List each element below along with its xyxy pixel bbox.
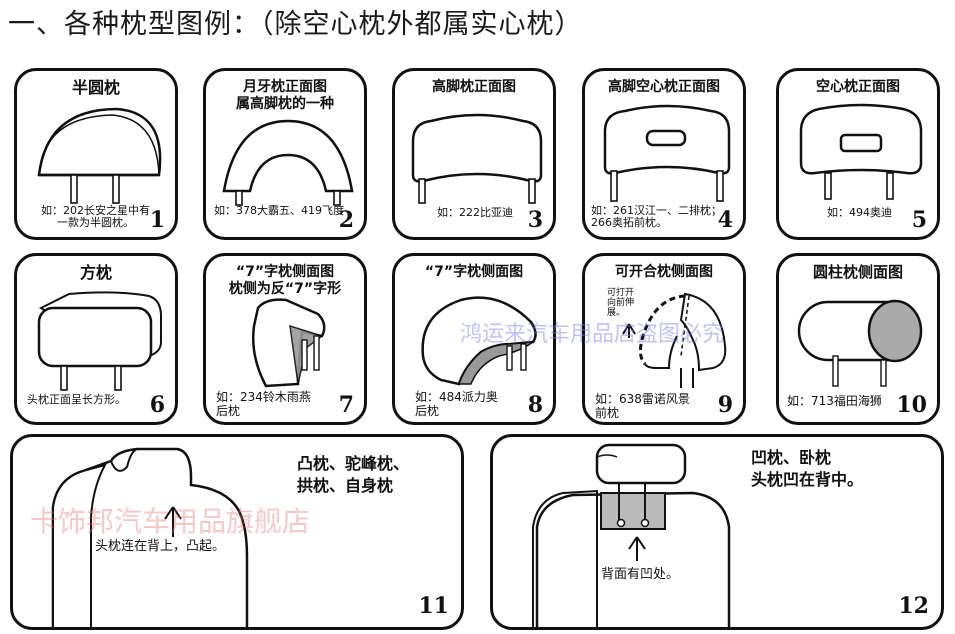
card-heading: 凹枕、卧枕 头枕凹在背中。 bbox=[751, 448, 864, 489]
high-leg-hollow-pillow-drawing bbox=[603, 104, 731, 202]
card-number: 3 bbox=[527, 207, 543, 233]
card-heading: “7”字枕侧面图 枕侧为反“7”字形 bbox=[228, 264, 342, 297]
card-caption: 如：234铃木雨燕 后枕 bbox=[216, 390, 311, 418]
card-number: 11 bbox=[418, 593, 449, 619]
card-heading: 半圆枕 bbox=[71, 78, 120, 97]
card-heading: 高脚枕正面图 bbox=[432, 79, 516, 95]
card-number: 12 bbox=[898, 593, 929, 619]
cylinder-pillow-drawing bbox=[797, 299, 923, 387]
card-number: 5 bbox=[911, 207, 927, 233]
card-8: “7”字枕侧面图 如：484派力奥 后枕 8 bbox=[392, 253, 556, 425]
card-caption: 如：484派力奥 后枕 bbox=[415, 390, 498, 418]
card-11: 凸枕、驼峰枕、 拱枕、自身枕 头枕连在背上，凸起。 11 bbox=[10, 434, 464, 630]
high-leg-pillow-drawing bbox=[411, 113, 543, 204]
card-number: 4 bbox=[717, 207, 733, 233]
card-4: 高脚空心枕正面图 如：261汉江一、二排枕； 266奥拓前枕。 4 bbox=[582, 68, 746, 240]
crescent-pillow-drawing bbox=[222, 119, 354, 206]
card-5: 空心枕正面图 如：494奥迪 5 bbox=[776, 68, 940, 240]
card-number: 7 bbox=[338, 392, 354, 418]
card-2: 月牙枕正面图 属高脚枕的一种 如：378大霸五、419飞度 2 bbox=[203, 68, 367, 240]
card-caption: 如：378大霸五、419飞度 bbox=[214, 204, 344, 217]
card-caption: 头枕连在背上，凸起。 bbox=[95, 539, 226, 554]
card-caption: 如：494奥迪 bbox=[827, 206, 892, 219]
card-10: 圆柱枕侧面图 如：713福田海狮 10 bbox=[776, 253, 940, 425]
card-caption: 如：713福田海狮 bbox=[787, 394, 882, 408]
card-heading: 可开合枕侧面图 bbox=[615, 264, 713, 280]
card-heading: 月牙枕正面图 属高脚枕的一种 bbox=[236, 79, 334, 112]
card-heading: 圆柱枕侧面图 bbox=[812, 263, 903, 281]
recessed-seat-pillow-drawing bbox=[532, 443, 731, 627]
card-caption: 如：222比亚迪 bbox=[437, 206, 513, 219]
card-6: 方枕 头枕正面呈长方形。 6 bbox=[14, 253, 178, 425]
square-pillow-drawing bbox=[37, 291, 162, 391]
card-3: 高脚枕正面图 如：222比亚迪 3 bbox=[392, 68, 556, 240]
card-caption: 如：202长安之星中有 一款为半圆枕。 bbox=[41, 204, 150, 229]
card-number: 9 bbox=[717, 392, 733, 418]
seven-shape-side-pillow-drawing bbox=[421, 296, 537, 386]
card-heading: 空心枕正面图 bbox=[816, 79, 900, 95]
hollow-pillow-drawing bbox=[799, 103, 923, 200]
card-1: 半圆枕 如：202长安之星中有 一款为半圆枕。 1 bbox=[14, 68, 178, 240]
raised-seat-pillow-drawing bbox=[51, 447, 249, 627]
card-annotation: 可打开 向前伸 展。 bbox=[607, 288, 635, 318]
openable-pillow-drawing bbox=[622, 292, 727, 388]
card-12: 凹枕、卧枕 头枕凹在背中。 背面有凹处。 12 bbox=[490, 434, 944, 630]
card-caption: 背面有凹处。 bbox=[601, 567, 680, 582]
card-caption: 头枕正面呈长方形。 bbox=[27, 393, 126, 406]
card-number: 6 bbox=[149, 392, 165, 418]
card-number: 8 bbox=[527, 392, 543, 418]
card-heading: 高脚空心枕正面图 bbox=[608, 79, 720, 95]
card-heading: 方枕 bbox=[79, 263, 112, 282]
card-heading: 凸枕、驼峰枕、 拱枕、自身枕 bbox=[297, 454, 410, 495]
card-caption: 如：638雷诺风景 前枕 bbox=[595, 392, 690, 420]
card-9: 可开合枕侧面图 可打开 向前伸 展。 如：638雷诺风景 前枕 9 bbox=[582, 253, 746, 425]
card-caption: 如：261汉江一、二排枕； 266奥拓前枕。 bbox=[591, 204, 722, 229]
card-number: 1 bbox=[149, 207, 165, 233]
card-heading: “7”字枕侧面图 bbox=[424, 264, 524, 280]
seven-shape-pillow-drawing bbox=[252, 298, 326, 388]
card-number: 10 bbox=[896, 392, 927, 418]
half-round-pillow-drawing bbox=[37, 107, 162, 204]
card-7: “7”字枕侧面图 枕侧为反“7”字形 如：234铃木雨燕 后枕 7 bbox=[203, 253, 367, 425]
page-title: 一、各种枕型图例：（除空心枕外都属实心枕） bbox=[8, 9, 583, 40]
card-number: 2 bbox=[338, 207, 354, 233]
